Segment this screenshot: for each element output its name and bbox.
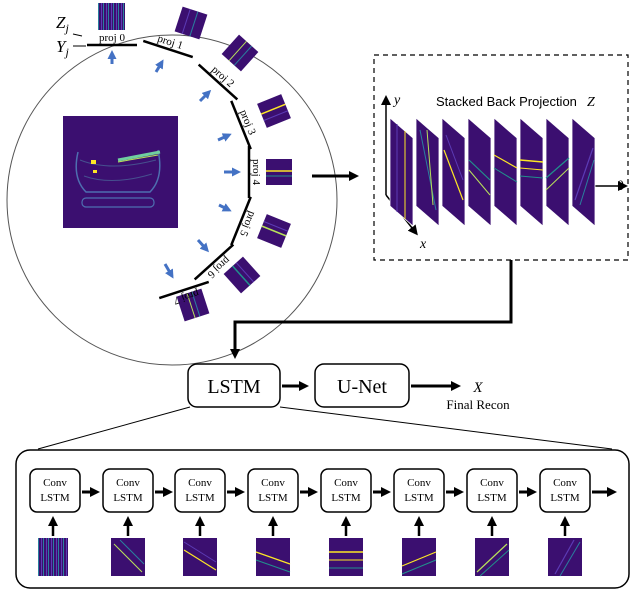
conv-lstm-cell-4: Conv LSTM xyxy=(320,468,372,576)
proj-3: proj 3 xyxy=(217,94,291,150)
proj-label-4: proj 4 xyxy=(250,159,262,185)
conv-label-top: Conv xyxy=(261,477,285,489)
conv-label-top: Conv xyxy=(334,477,358,489)
unet-box: U-Net xyxy=(314,363,410,408)
conv-label-top: Conv xyxy=(553,477,577,489)
expand-line-left xyxy=(37,406,191,450)
stack-theta-label: θ xyxy=(617,179,624,194)
conv-lstm-cell-7: Conv LSTM xyxy=(539,468,591,577)
proj-thumb-4 xyxy=(266,159,292,185)
zj-leader xyxy=(72,33,83,37)
proj-thumb-7 xyxy=(176,288,210,322)
proj-7: proj 7 xyxy=(158,263,210,322)
proj-label-0: proj 0 xyxy=(99,32,125,44)
lstm-label: LSTM xyxy=(207,376,261,398)
svg-text:Zj: Zj xyxy=(56,13,69,35)
lstm-box: LSTM xyxy=(187,363,281,408)
proj-arrow-1 xyxy=(154,59,164,73)
cell-input-6 xyxy=(475,538,510,577)
slice-4 xyxy=(493,117,518,227)
cell-input-4 xyxy=(329,538,363,576)
stack-y-label: y xyxy=(392,93,401,108)
conv-label-top: Conv xyxy=(480,477,504,489)
proj-thumb-2 xyxy=(221,34,259,72)
cell-input-3 xyxy=(255,538,291,576)
conv-lstm-cell-1: Conv LSTM xyxy=(102,468,154,576)
conv-label-top: Conv xyxy=(43,477,67,489)
conv-label-bottom: LSTM xyxy=(477,492,507,504)
proj-arrow-2 xyxy=(198,89,212,103)
yj-label: Yj xyxy=(56,37,69,59)
proj-1: proj 1 xyxy=(142,6,208,73)
scan-circle xyxy=(6,34,338,366)
slice-0 xyxy=(389,117,414,227)
cell-input-1 xyxy=(111,538,145,576)
scan-section xyxy=(6,34,338,366)
stack-x-label: x xyxy=(419,237,427,252)
conv-label-bottom: LSTM xyxy=(550,492,580,504)
proj-thumb-1 xyxy=(174,6,208,40)
final-recon-label: Final Recon xyxy=(446,397,510,412)
proj-0: proj 0 xyxy=(87,3,137,64)
proj-thumb-0 xyxy=(98,3,125,30)
slice-2 xyxy=(441,117,466,227)
cell-input-7 xyxy=(548,538,582,577)
conv-label-bottom: LSTM xyxy=(331,492,361,504)
stack-dashed-box xyxy=(373,54,629,261)
stack-to-lstm-connector xyxy=(230,260,513,359)
stack-symbol: Z xyxy=(587,95,595,110)
proj-6: proj 6 xyxy=(193,238,261,294)
slice-3 xyxy=(467,117,492,227)
conv-label-bottom: LSTM xyxy=(40,492,70,504)
svg-text:Yj: Yj xyxy=(56,37,69,59)
stack-title: Stacked Back Projection xyxy=(436,94,577,109)
slice-1 xyxy=(415,117,440,227)
proj-4: proj 4 xyxy=(224,146,292,198)
conv-lstm-cell-6: Conv LSTM xyxy=(466,468,518,577)
proj-5: proj 5 xyxy=(218,196,291,248)
unet-label: U-Net xyxy=(337,376,387,398)
conv-lstm-cell-2: Conv LSTM xyxy=(174,468,226,576)
stack-slices xyxy=(389,117,596,227)
output-symbol: X xyxy=(472,380,483,396)
conv-label-top: Conv xyxy=(407,477,431,489)
conv-label-top: Conv xyxy=(188,477,212,489)
ct-image xyxy=(63,116,178,228)
conv-lstm-cell-3: Conv LSTM xyxy=(247,468,299,576)
slice-5 xyxy=(519,117,544,227)
slice-7 xyxy=(571,117,596,227)
proj-arrow-5 xyxy=(218,203,232,212)
proj-arrow-6 xyxy=(196,238,210,253)
expand-line-right xyxy=(279,406,613,450)
slice-6 xyxy=(545,117,570,227)
proj-thumb-3 xyxy=(257,94,291,128)
zj-label: Zj xyxy=(56,13,69,35)
conv-lstm-cell-0: Conv LSTM xyxy=(29,468,81,576)
conv-label-bottom: LSTM xyxy=(258,492,288,504)
conv-label-bottom: LSTM xyxy=(113,492,143,504)
proj-arrow-3 xyxy=(217,133,232,142)
conv-lstm-cell-5: Conv LSTM xyxy=(393,468,445,576)
conv-cells: Conv LSTM Conv LSTM Conv LSTM xyxy=(29,468,617,577)
cell-input-2 xyxy=(183,538,217,576)
conv-label-bottom: LSTM xyxy=(185,492,215,504)
proj-arrow-7 xyxy=(163,263,174,279)
proj-2: proj 2 xyxy=(197,34,259,103)
cell-input-5 xyxy=(401,538,437,576)
conv-label-bottom: LSTM xyxy=(404,492,434,504)
unrolled-container xyxy=(15,449,630,589)
conv-label-top: Conv xyxy=(116,477,140,489)
cell-input-0 xyxy=(38,538,68,576)
